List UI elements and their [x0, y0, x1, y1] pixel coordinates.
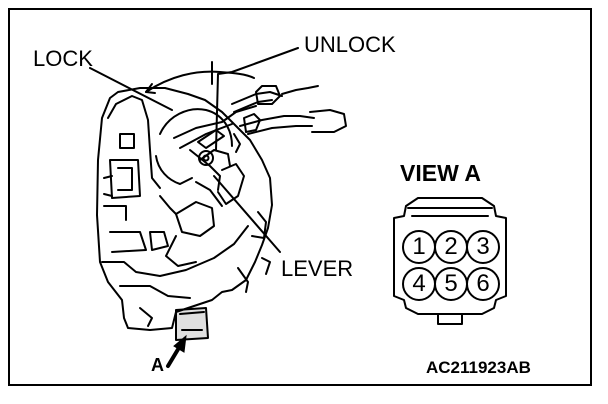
figure-code: AC211923AB — [426, 358, 531, 377]
pin-3-circle — [466, 230, 500, 264]
lever-leader-line — [213, 175, 281, 253]
pin-2-number: 2 — [444, 233, 458, 260]
lever-assembly — [155, 105, 257, 191]
lock-unlock-arc — [145, 61, 255, 94]
connector-face — [393, 197, 507, 325]
cable-assembly — [231, 85, 347, 153]
unlock-leader-line — [215, 47, 299, 151]
pin-5-number: 5 — [444, 270, 458, 297]
pin-1-number: 1 — [412, 233, 426, 260]
pin-6-circle — [466, 267, 500, 301]
arrow-a-label: A — [151, 355, 164, 375]
arrow-a-icon — [166, 334, 187, 368]
door-lock-actuator — [96, 87, 273, 331]
lever-label: LEVER — [281, 256, 354, 281]
figure-frame — [8, 8, 592, 386]
view-a-title: VIEW A — [400, 160, 481, 186]
lock-label: LOCK — [33, 46, 93, 71]
pin-6-number: 6 — [476, 270, 490, 297]
pin-4-number: 4 — [412, 270, 426, 297]
pin-3-number: 3 — [476, 233, 490, 260]
actuator-connector-a — [175, 307, 209, 341]
unlock-label: UNLOCK — [304, 32, 396, 57]
lock-leader-line — [89, 67, 173, 111]
